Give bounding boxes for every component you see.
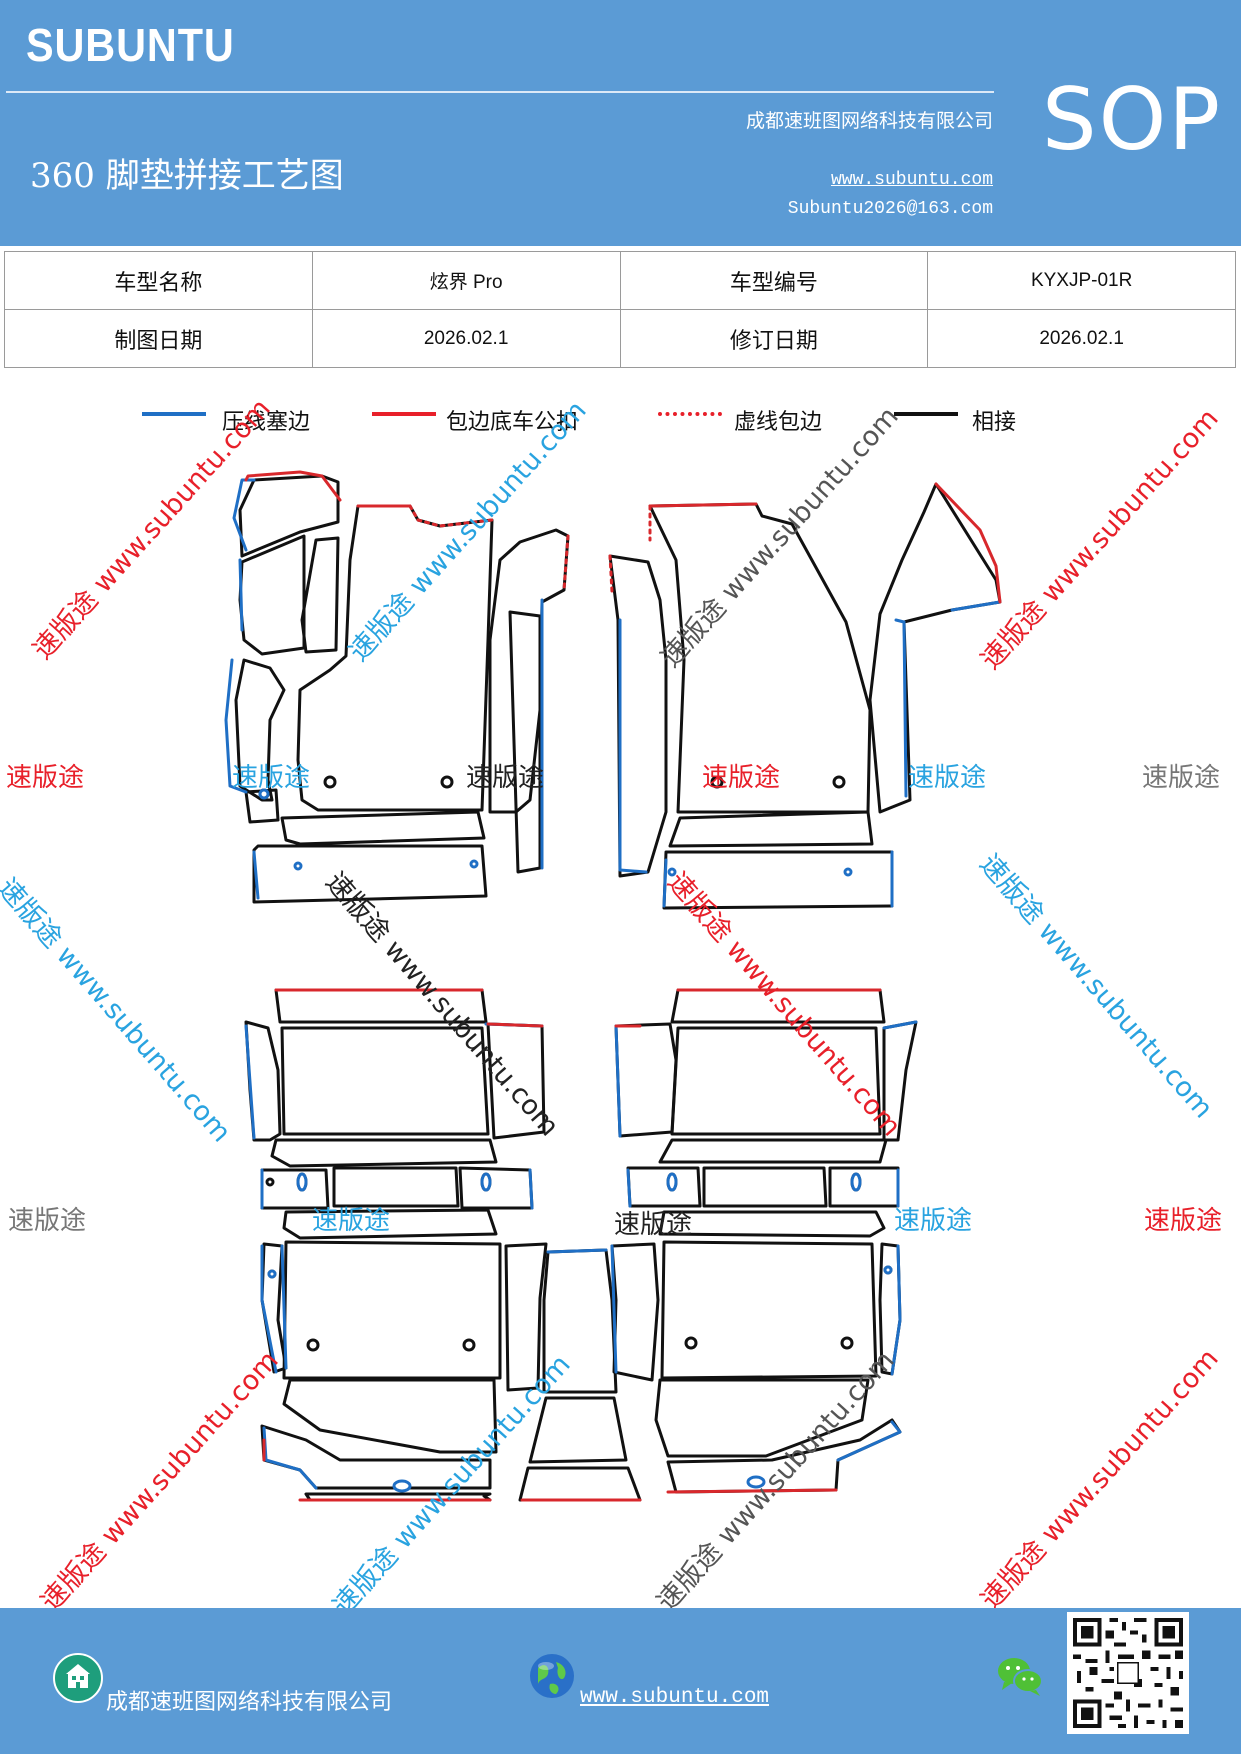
mat-piece bbox=[828, 1166, 900, 1208]
mat-piece bbox=[270, 1138, 498, 1168]
cell-model-code-label: 车型编号 bbox=[619, 251, 929, 310]
watermark-text: 速版途 bbox=[702, 763, 781, 793]
mat-piece bbox=[610, 1242, 660, 1382]
mat-piece bbox=[458, 1166, 534, 1210]
legend-label: 压线塞边 bbox=[222, 410, 311, 435]
pressline-edges bbox=[224, 478, 1002, 1490]
qr-code-pattern bbox=[1069, 1614, 1187, 1732]
mat-piece bbox=[626, 1166, 702, 1208]
mat-piece bbox=[658, 1210, 886, 1238]
cell-model-name-label: 车型名称 bbox=[4, 251, 313, 310]
mounting-hole bbox=[306, 1338, 320, 1352]
mat-piece bbox=[528, 1396, 628, 1464]
legend-label: 相接 bbox=[972, 410, 1017, 435]
vehicle-info-table: 车型名称 炫界 Pro 车型编号 KYXJP-01R 制图日期 2026.02.… bbox=[4, 251, 1236, 368]
watermark-text: 速版途 bbox=[908, 763, 987, 793]
mat-piece bbox=[238, 474, 340, 558]
legend-swatch bbox=[372, 412, 436, 416]
globe-icon bbox=[530, 1654, 574, 1698]
table-row: 制图日期 2026.02.1 修订日期 2026.02.1 bbox=[4, 309, 1236, 368]
building-icon bbox=[53, 1653, 103, 1703]
legend-item-dotted-wrap: 虚线包边 bbox=[658, 404, 858, 435]
mat-piece bbox=[332, 1166, 460, 1208]
mat-piece bbox=[300, 536, 340, 654]
dotted-wrap-edges bbox=[408, 504, 652, 594]
cell-revise-date-value: 2026.02.1 bbox=[927, 309, 1236, 368]
header-banner: SUBUNTU 成都速班图网络科技有限公司 360 脚垫拼接工艺图 www.su… bbox=[0, 0, 1241, 246]
watermark-text: 速版途 bbox=[1142, 763, 1221, 793]
page-title: 360 脚垫拼接工艺图 bbox=[30, 156, 344, 196]
mounting-hole bbox=[684, 1336, 698, 1350]
header-divider bbox=[6, 91, 994, 93]
watermark-text: 速版途 bbox=[8, 1206, 87, 1236]
mat-piece bbox=[660, 1240, 878, 1380]
watermark-text: 速版途 bbox=[466, 763, 545, 793]
footer-website-link[interactable]: www.subuntu.com bbox=[580, 1686, 770, 1709]
legend-label: 包边底车公扣 bbox=[446, 410, 579, 435]
mat-piece bbox=[282, 1240, 502, 1380]
mat-piece bbox=[614, 1022, 678, 1138]
header-company: 成都速班图网络科技有限公司 bbox=[745, 110, 993, 132]
cell-revise-date-label: 修订日期 bbox=[619, 309, 929, 368]
mat-piece bbox=[252, 844, 488, 904]
sop-badge: SOP bbox=[1042, 70, 1223, 170]
wrap-buckle-edges bbox=[244, 470, 1002, 1502]
footer-banner: 成都速班图网络科技有限公司 www.subuntu.com bbox=[0, 1608, 1241, 1754]
legend-label: 虚线包边 bbox=[734, 410, 823, 435]
watermark-text: 速版途 bbox=[894, 1206, 973, 1236]
wechat-icon bbox=[998, 1658, 1043, 1696]
watermark-text: 速版途 bbox=[232, 763, 311, 793]
mounting-hole bbox=[462, 1338, 476, 1352]
mat-piece bbox=[518, 1466, 642, 1502]
legend-swatch bbox=[142, 412, 206, 416]
mat-piece bbox=[508, 610, 542, 874]
mounting-hole bbox=[265, 1177, 275, 1187]
cell-model-name-value: 炫界 Pro bbox=[311, 251, 621, 310]
qr-code[interactable] bbox=[1067, 1612, 1189, 1734]
legend-swatch bbox=[658, 412, 722, 416]
legend-item-pressline: 压线塞边 bbox=[142, 404, 342, 435]
header-website-link[interactable]: www.subuntu.com bbox=[830, 170, 993, 190]
mat-piece bbox=[702, 1166, 828, 1208]
mounting-hole bbox=[840, 1336, 854, 1350]
legend-item-join: 相接 bbox=[894, 404, 1034, 435]
header-email: Subuntu2026@163.com bbox=[787, 199, 993, 219]
mat-piece bbox=[608, 554, 668, 878]
mounting-hole bbox=[832, 775, 846, 789]
mounting-hole bbox=[440, 775, 454, 789]
watermark-text: 速版途 bbox=[312, 1206, 391, 1236]
mat-rear-right bbox=[610, 988, 918, 1494]
mat-piece bbox=[654, 1378, 870, 1458]
mat-piece bbox=[504, 1242, 548, 1392]
mat-front-left bbox=[234, 474, 570, 904]
mat-front-right bbox=[608, 482, 1002, 910]
brand-logo: SUBUNTU bbox=[26, 19, 235, 71]
mounting-hole bbox=[710, 775, 724, 789]
mat-piece bbox=[488, 528, 570, 814]
mat-piece bbox=[280, 1026, 490, 1136]
cell-draw-date-label: 制图日期 bbox=[4, 309, 313, 368]
legend-item-wrap-buckle: 包边底车公扣 bbox=[372, 404, 612, 435]
mat-piece bbox=[280, 810, 486, 846]
mat-piece bbox=[282, 1378, 498, 1454]
watermark-text: 速版途 bbox=[1144, 1206, 1223, 1236]
mat-piece bbox=[282, 1208, 498, 1240]
footer-company: 成都速班图网络科技有限公司 bbox=[106, 1690, 393, 1715]
watermark-text: 速版途 bbox=[6, 763, 85, 793]
legend-swatch bbox=[894, 412, 958, 416]
mounting-hole bbox=[323, 775, 337, 789]
cell-draw-date-value: 2026.02.1 bbox=[311, 309, 621, 368]
watermark-text: 速版途 bbox=[614, 1210, 693, 1240]
mat-piece bbox=[668, 810, 874, 848]
mat-piece bbox=[658, 1138, 888, 1164]
